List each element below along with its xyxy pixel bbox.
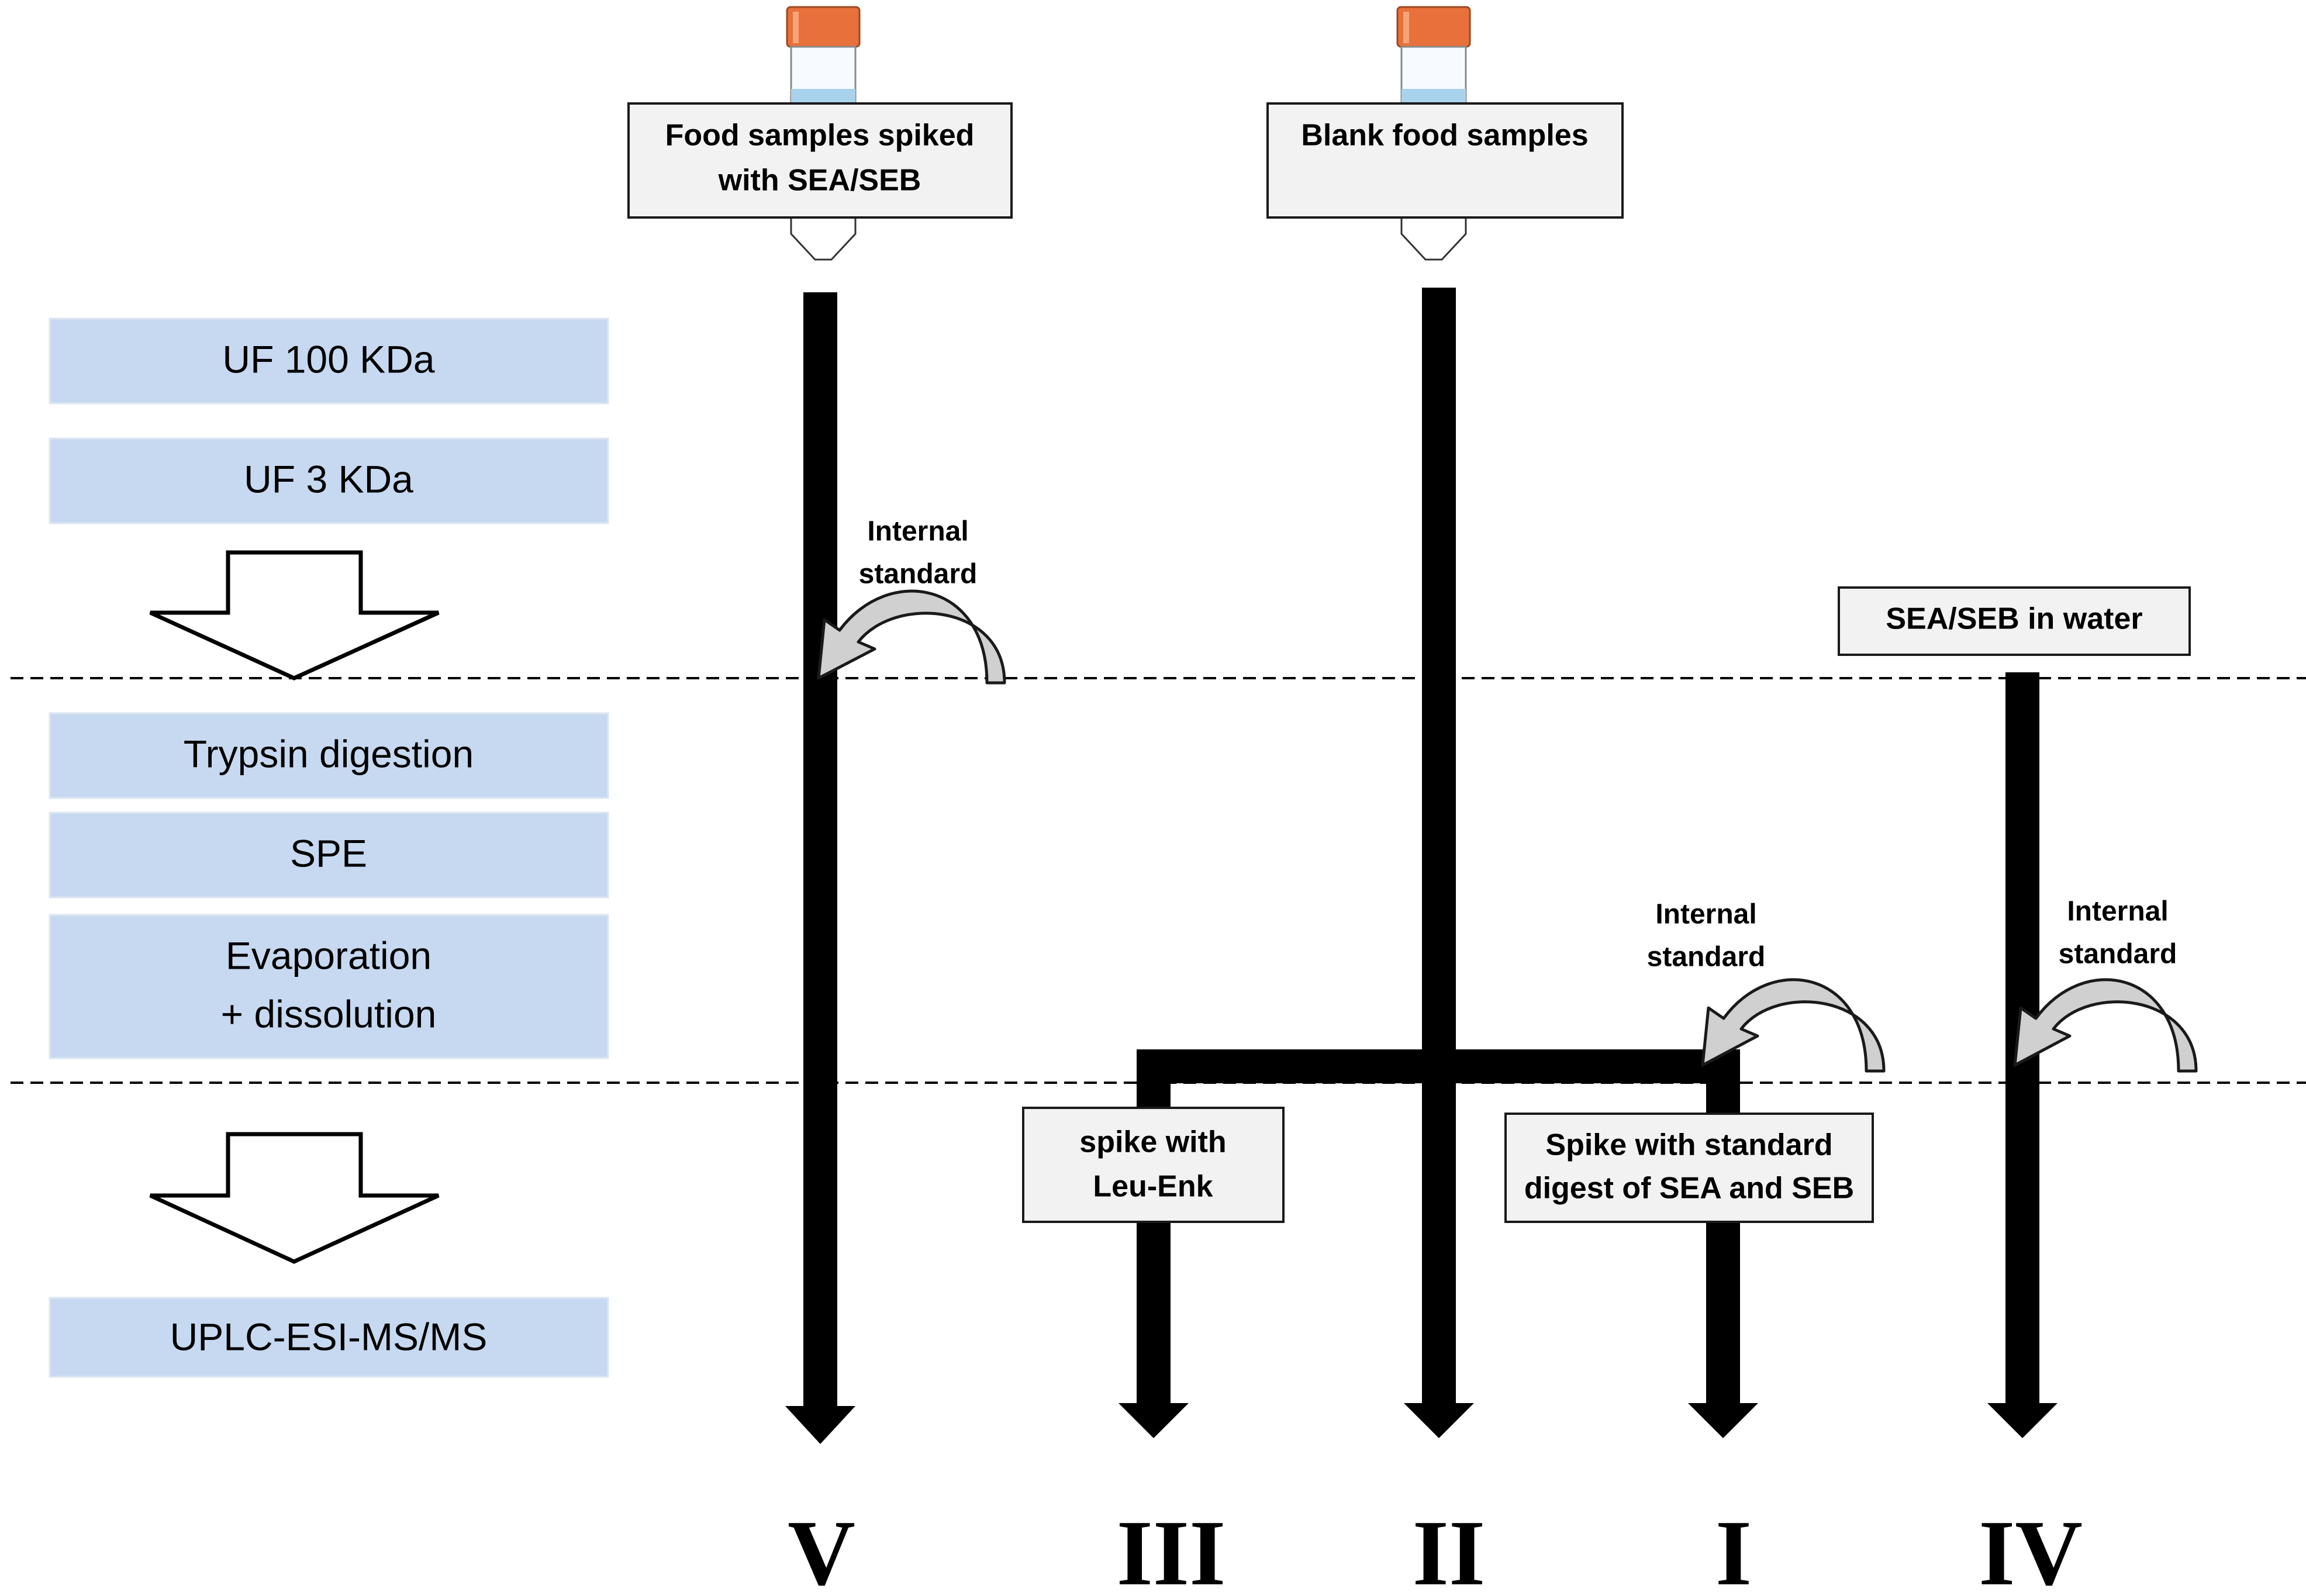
spike-leu-enk-line2: Leu-Enk xyxy=(1093,1170,1213,1204)
hollow-down-arrow-icon xyxy=(149,550,440,680)
sample-label-spiked-line1: Food samples spiked xyxy=(665,119,975,153)
step-uf100-label: UF 100 KDa xyxy=(222,337,434,381)
sample-tube-icon xyxy=(1400,216,1467,261)
step-spe-label: SPE xyxy=(290,831,367,875)
internal-standard-i: Internal standard xyxy=(1647,899,1886,1073)
sample-label-spiked: Food samples spiked with SEA/SEB xyxy=(627,102,1013,219)
sample-label-blank-text: Blank food samples xyxy=(1301,119,1588,153)
internal-standard-iv: Internal standard xyxy=(2013,896,2198,1073)
flow-arrowhead-iii xyxy=(1119,1403,1189,1438)
flow-line-v xyxy=(803,292,837,1409)
flow-line-i xyxy=(1706,1049,1740,1406)
spike-standard-digest-line2: digest of SEA and SEB xyxy=(1524,1172,1854,1205)
internal-standard-v: Internal standard xyxy=(817,516,1006,685)
flow-line-iii xyxy=(1137,1049,1171,1406)
flow-line-ii xyxy=(1422,288,1456,1407)
spike-standard-digest-label: Spike with standard digest of SEA and SE… xyxy=(1504,1113,1874,1223)
step-uplc: UPLC-ESI-MS/MS xyxy=(49,1297,609,1378)
sample-label-blank: Blank food samples xyxy=(1266,102,1624,219)
pathway-label-i: I xyxy=(1715,1501,1752,1596)
spike-leu-enk-label: spike with Leu-Enk xyxy=(1022,1107,1285,1223)
sample-tube-icon xyxy=(790,216,857,261)
sample-label-water: SEA/SEB in water xyxy=(1838,586,2191,656)
flow-arrowhead-v xyxy=(785,1406,855,1444)
internal-standard-iv-line1: Internal xyxy=(2067,896,2168,927)
internal-standard-v-line1: Internal xyxy=(867,516,968,547)
step-evaporation: Evaporation + dissolution xyxy=(49,914,609,1059)
step-uf100: UF 100 KDa xyxy=(49,317,609,405)
curved-arrow-icon xyxy=(1701,978,1886,1073)
spike-standard-digest-line1: Spike with standard xyxy=(1545,1128,1832,1162)
flow-arrowhead-iv xyxy=(1987,1403,2058,1438)
sample-label-water-text: SEA/SEB in water xyxy=(1886,602,2142,636)
internal-standard-v-line2: standard xyxy=(859,559,978,590)
pathway-label-iv: IV xyxy=(1979,1501,2083,1596)
curved-arrow-icon xyxy=(817,589,1006,685)
spike-leu-enk-line1: spike with xyxy=(1079,1125,1226,1159)
step-evaporation-line2: + dissolution xyxy=(221,992,437,1035)
pathway-label-v: V xyxy=(788,1501,855,1596)
flow-arrowhead-i xyxy=(1688,1403,1758,1438)
step-uf3: UF 3 KDa xyxy=(49,437,609,524)
internal-standard-i-line2: standard xyxy=(1647,942,1766,973)
step-evaporation-line1: Evaporation xyxy=(226,934,431,977)
pathway-label-iii: III xyxy=(1117,1501,1226,1596)
sample-label-spiked-line2: with SEA/SEB xyxy=(718,164,921,198)
pathway-label-ii: II xyxy=(1413,1501,1486,1596)
hollow-down-arrow-icon xyxy=(149,1132,440,1264)
internal-standard-i-line1: Internal xyxy=(1655,899,1756,930)
sample-tube-icon xyxy=(1396,6,1471,112)
flow-arrowhead-ii xyxy=(1404,1403,1474,1438)
sample-tube-icon xyxy=(786,6,861,112)
step-trypsin: Trypsin digestion xyxy=(49,712,609,799)
curved-arrow-icon xyxy=(2013,978,2198,1073)
step-spe: SPE xyxy=(49,811,609,899)
step-trypsin-label: Trypsin digestion xyxy=(184,732,474,775)
step-uplc-label: UPLC-ESI-MS/MS xyxy=(170,1315,488,1358)
flow-branch-horizontal xyxy=(1137,1049,1740,1083)
step-uf3-label: UF 3 KDa xyxy=(244,457,413,500)
internal-standard-iv-line2: standard xyxy=(2059,939,2177,970)
